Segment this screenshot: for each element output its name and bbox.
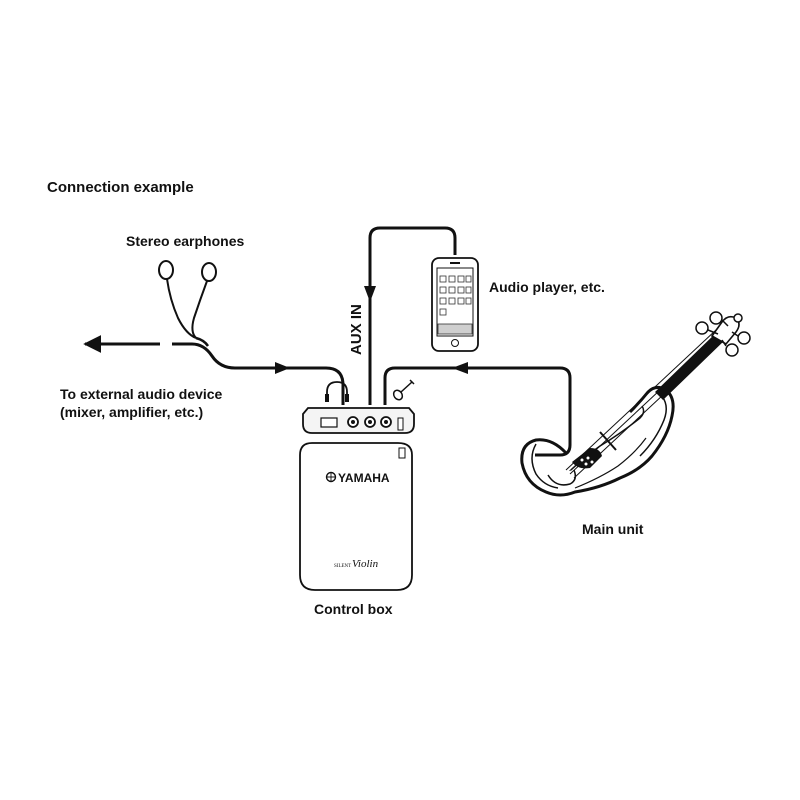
silent-logo-prefix: SILENT (334, 564, 351, 569)
control-box: YAMAHA SILENT Violin (299, 407, 415, 591)
audio-player-label: Audio player, etc. (489, 279, 605, 295)
external-device-label: To external audio device (60, 386, 223, 402)
output-cable (83, 335, 345, 405)
yamaha-logo-icon (325, 471, 337, 483)
diagram-title: Connection example (47, 179, 194, 196)
violin-main-unit (520, 311, 751, 497)
external-device-sublabel: (mixer, amplifier, etc.) (60, 404, 204, 420)
brand-text: YAMAHA (338, 471, 390, 485)
aux-cable (364, 226, 457, 405)
aux-in-label: AUX IN (348, 304, 365, 355)
aux-arrow (364, 286, 376, 302)
violin-pickup-icon (392, 379, 415, 401)
headphone-icon (325, 381, 349, 402)
audio-player-device (431, 257, 479, 352)
control-box-label: Control box (314, 601, 393, 617)
earphones (158, 260, 217, 347)
main-unit-label: Main unit (582, 521, 644, 537)
silent-logo-word: Violin (352, 558, 379, 570)
stereo-earphones-label: Stereo earphones (126, 233, 245, 249)
violin-arrow (452, 362, 468, 374)
violin-cable (383, 362, 572, 457)
output-arrow (275, 362, 290, 374)
